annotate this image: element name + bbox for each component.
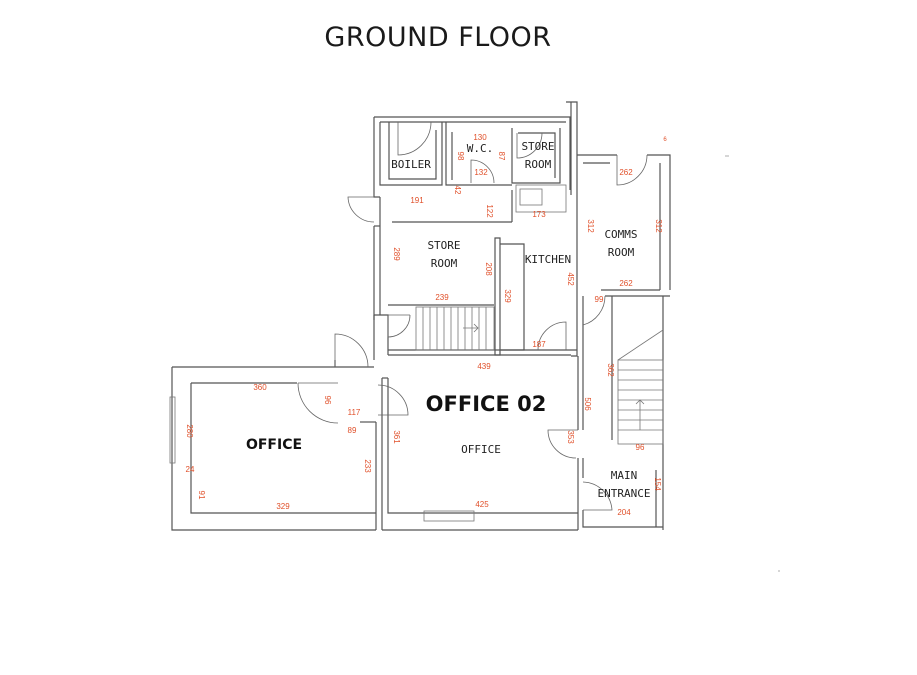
dim-6: 6 (663, 137, 667, 143)
dim-262-top: 262 (619, 168, 633, 177)
dim-173: 173 (532, 210, 546, 219)
label-store-room-top-line2: ROOM (525, 158, 552, 171)
dim-425: 425 (475, 500, 489, 509)
label-store-room-mid-line2: ROOM (431, 257, 458, 270)
label-office-main: OFFICE (461, 443, 501, 456)
label-kitchen: KITCHEN (525, 253, 571, 266)
dim-353: 353 (566, 430, 575, 444)
plan-title: GROUND FLOOR (324, 22, 551, 53)
dim-122: 122 (485, 204, 494, 218)
label-office-02: OFFICE 02 (426, 392, 547, 416)
label-comms-line1: COMMS (604, 228, 637, 241)
label-office-left: OFFICE (246, 437, 302, 453)
dim-208: 208 (484, 262, 493, 276)
dim-99: 99 (595, 295, 604, 304)
dim-96-left: 96 (323, 396, 332, 405)
dim-24: 24 (186, 465, 195, 474)
dim-96-right: 96 (636, 443, 645, 452)
dim-89: 89 (348, 426, 357, 435)
dim-361: 361 (392, 430, 401, 444)
label-wc: W.C. (467, 142, 494, 155)
stair-right (617, 329, 664, 431)
dim-262-bottom: 262 (619, 279, 633, 288)
dim-130: 130 (473, 133, 487, 142)
dim-360: 360 (253, 383, 267, 392)
dim-312-right: 312 (654, 219, 663, 233)
dim-204: 204 (617, 508, 631, 517)
label-store-room-top-line1: STORE (521, 140, 554, 153)
dim-87: 87 (497, 152, 506, 161)
label-boiler: BOILER (391, 158, 431, 171)
dim-42: 42 (453, 186, 462, 195)
dim-362: 362 (606, 363, 615, 377)
dim-329-office: 329 (276, 502, 290, 511)
dim-98: 98 (456, 152, 465, 161)
dimension-labels: 130 98 87 132 42 191 122 173 262 312 312… (185, 133, 667, 517)
dim-312-left: 312 (586, 219, 595, 233)
label-store-room-mid-line1: STORE (427, 239, 460, 252)
dim-117: 117 (348, 408, 361, 417)
doors (297, 121, 648, 511)
dim-233: 233 (363, 459, 372, 473)
dim-132: 132 (474, 168, 488, 177)
dim-280: 280 (185, 424, 194, 438)
dim-187: 187 (532, 340, 546, 349)
label-main-entrance-line2: ENTRANCE (598, 487, 651, 500)
dim-329-kitchen: 329 (503, 289, 512, 303)
stair-left (415, 306, 495, 351)
dim-239: 239 (435, 293, 449, 302)
dim-452: 452 (566, 272, 575, 286)
dim-289: 289 (392, 247, 401, 261)
dim-191: 191 (410, 196, 424, 205)
label-comms-line2: ROOM (608, 246, 635, 259)
dim-439: 439 (477, 362, 491, 371)
label-main-entrance-line1: MAIN (611, 469, 638, 482)
dim-91: 91 (197, 491, 206, 500)
dim-506: 506 (583, 397, 592, 411)
dim-154: 154 (653, 477, 662, 491)
